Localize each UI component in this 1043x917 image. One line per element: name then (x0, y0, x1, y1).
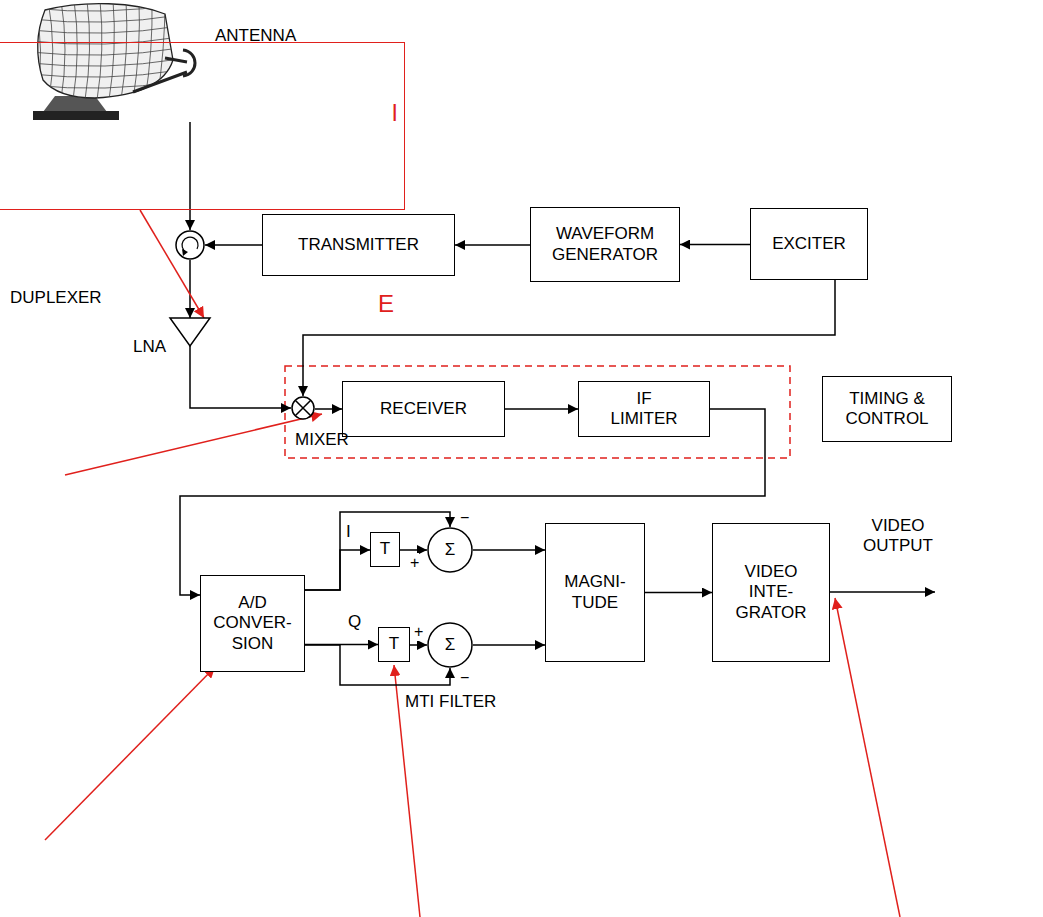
signal-connector (505, 408, 578, 410)
signal-connector (645, 592, 712, 594)
signal-connector (189, 122, 191, 230)
process-box: EXCITER (750, 208, 868, 280)
duplexer-circulator (175, 230, 205, 260)
mixer-cross (295, 400, 311, 416)
antenna-illustration (15, 0, 200, 122)
signal-connector (189, 260, 191, 318)
reflector-mesh (30, 0, 180, 100)
signal-connector (190, 346, 291, 408)
antenna-base (33, 111, 119, 120)
annotation-label: E (378, 290, 394, 319)
node-text: VIDEO INTE- GRATOR (729, 562, 814, 623)
amplifier-outline (170, 318, 210, 346)
process-box: TRANSMITTER (262, 214, 455, 276)
summing-junction: Σ (427, 527, 473, 573)
process-box: WAVEFORM GENERATOR (530, 207, 680, 282)
duplexer-circulator: DUPLEXER (175, 230, 205, 260)
leader-line (835, 598, 900, 917)
process-box: MAGNI- TUDE (545, 523, 645, 662)
node-text: WAVEFORM GENERATOR (548, 224, 663, 265)
signal-label: Q (348, 612, 361, 632)
signal-label: I (346, 522, 351, 542)
signal-connector (303, 280, 835, 396)
signal-connector (410, 644, 427, 646)
process-box: T (370, 532, 400, 567)
circulator-arrowhead (182, 249, 188, 256)
node-text: Σ (445, 635, 456, 655)
node-text: IF LIMITER (604, 389, 684, 430)
signal-label: − (460, 508, 469, 527)
video-output-line (830, 591, 935, 593)
summing-circle (428, 528, 472, 572)
process-box: VIDEO INTE- GRATOR (712, 523, 830, 662)
callout-box: l (0, 42, 405, 210)
summing-junction: Σ (427, 622, 473, 668)
leader-line (65, 414, 322, 475)
process-box: TIMING & CONTROL (822, 376, 952, 442)
summing-circle (428, 623, 472, 667)
node-text: T (380, 539, 390, 559)
leader-line (45, 667, 215, 840)
circulator-circle (176, 231, 204, 259)
process-box: IF LIMITER (578, 381, 710, 437)
node-text: Σ (445, 540, 456, 560)
node-text: A/D CONVER- SION (210, 593, 295, 654)
node-text: EXCITER (772, 234, 846, 254)
signal-label: + (414, 622, 423, 641)
signal-connector (473, 549, 545, 551)
signal-label: − (460, 668, 469, 687)
annotation-label: VIDEO OUTPUT (862, 516, 934, 557)
callout-arrow (140, 210, 204, 318)
node-text: RECEIVER (380, 399, 467, 419)
process-box: T (378, 627, 410, 662)
signal-connector (305, 550, 370, 590)
signal-connector (680, 244, 750, 246)
signal-label: + (410, 553, 419, 572)
node-text: MIXER (295, 430, 349, 450)
receiver-group-outline (285, 366, 790, 458)
signal-connector (473, 644, 545, 646)
node-text: ANTENNA (215, 26, 296, 46)
mixer-symbol (291, 396, 315, 420)
node-text: TRANSMITTER (298, 235, 419, 255)
annotation-label: MTI FILTER (405, 692, 496, 712)
node-text: T (389, 634, 399, 654)
mixer-symbol: MIXER (291, 396, 315, 420)
amplifier-triangle: LNA (170, 318, 210, 346)
signal-connector (315, 408, 342, 410)
node-text: l (392, 99, 397, 128)
feed-support (133, 58, 187, 92)
node-text: TIMING & CONTROL (837, 389, 937, 430)
signal-connector (400, 549, 427, 551)
signal-connector (205, 244, 262, 246)
feed-horn (183, 50, 195, 76)
node-text: DUPLEXER (10, 288, 102, 308)
antenna-illustration: ANTENNA (15, 0, 200, 122)
mixer-circle (292, 397, 314, 419)
circulator-arc (182, 237, 198, 252)
signal-connector (455, 244, 530, 246)
amplifier-triangle (170, 318, 210, 346)
node-text: MAGNI- TUDE (558, 572, 633, 613)
process-box: RECEIVER (342, 381, 505, 437)
node-text: LNA (133, 337, 166, 357)
process-box: A/D CONVER- SION (200, 575, 305, 672)
